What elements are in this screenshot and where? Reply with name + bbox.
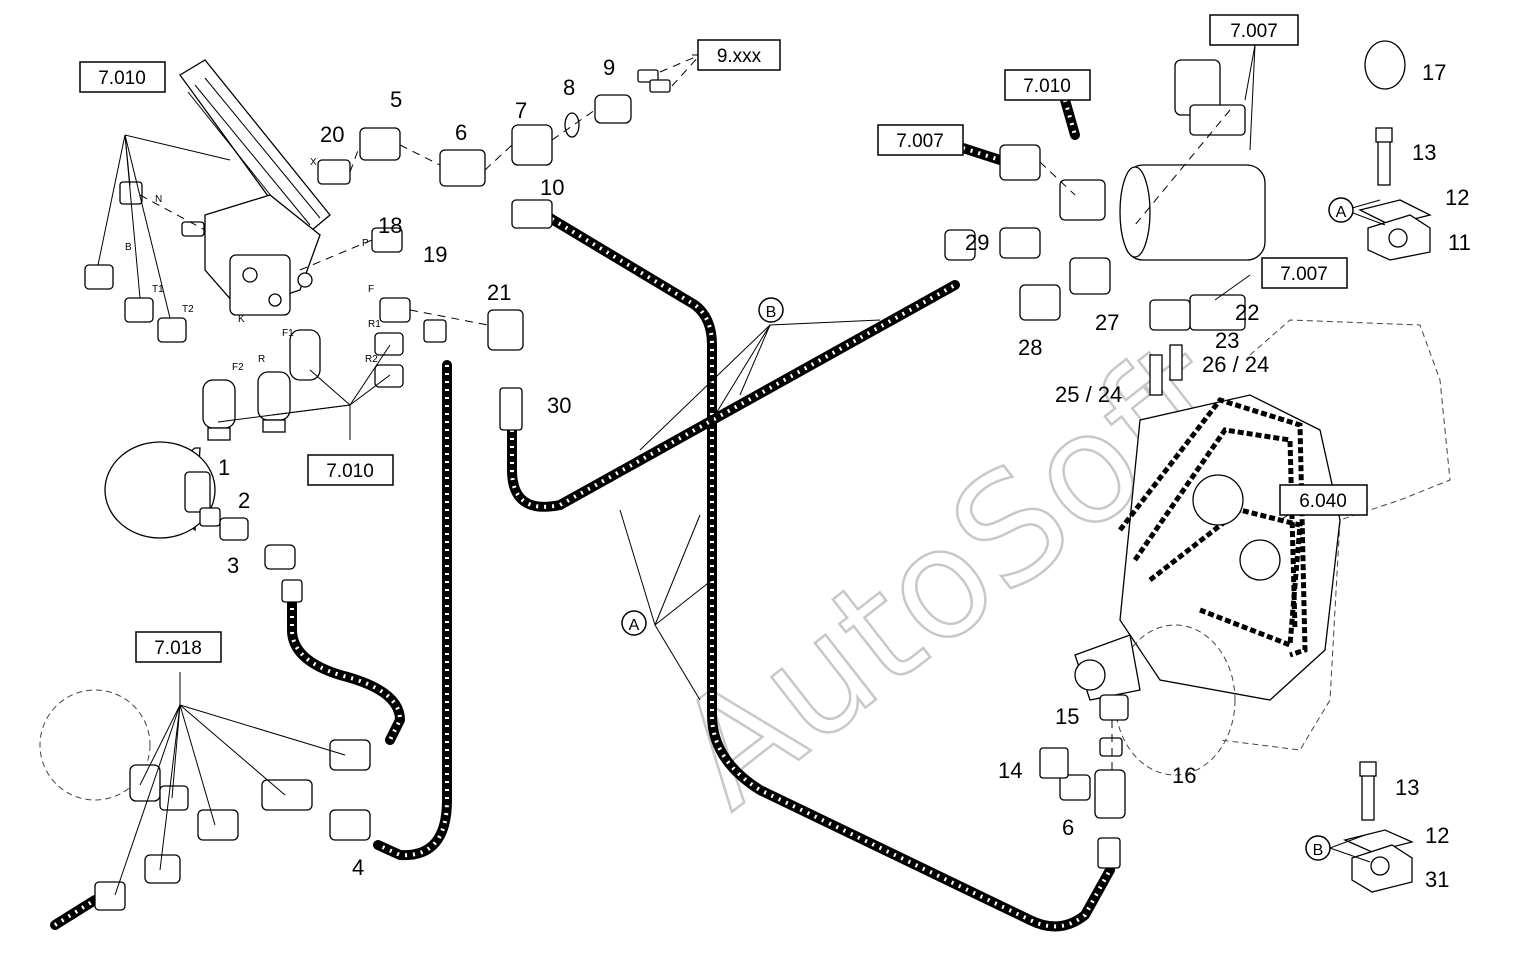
callouts: 1 2 3 4 5 6 7 8 9 10 11 12 13 14 15 16 1…: [218, 55, 1471, 892]
callout-26-24: 26 / 24: [1202, 352, 1269, 377]
callout-11: 11: [1448, 230, 1471, 255]
callout-30: 30: [547, 393, 571, 418]
leader-lines: [97, 44, 1386, 896]
callout-22: 22: [1235, 300, 1259, 325]
svg-text:T2: T2: [182, 304, 194, 315]
svg-text:P: P: [362, 238, 369, 249]
svg-text:7.010: 7.010: [98, 68, 146, 89]
fittings-top: [317, 94, 632, 431]
svg-text:9.xxx: 9.xxx: [717, 46, 762, 67]
callout-15: 15: [1055, 704, 1079, 729]
callout-10: 10: [540, 175, 564, 200]
callout-21: 21: [487, 280, 511, 305]
marker-b-clamp: B: [1305, 835, 1331, 861]
callout-27: 27: [1095, 310, 1119, 335]
pressure-switches: [202, 329, 321, 441]
connector-plug: [637, 54, 701, 93]
svg-text:R1: R1: [368, 319, 381, 330]
assembly-lines: [139, 109, 1231, 770]
callout-12b: 12: [1425, 823, 1449, 848]
callout-14: 14: [998, 758, 1022, 783]
callout-4: 4: [352, 855, 364, 880]
callout-6b: 6: [1062, 815, 1074, 840]
svg-text:T1: T1: [152, 284, 164, 295]
svg-text:7.018: 7.018: [154, 638, 202, 659]
callout-28: 28: [1018, 335, 1042, 360]
callout-29: 29: [965, 230, 989, 255]
svg-text:N: N: [155, 194, 162, 205]
svg-text:B: B: [125, 242, 132, 253]
ref-box-7007-right[interactable]: 7.007: [1261, 257, 1348, 289]
ref-box-7010-c[interactable]: 7.010: [1004, 69, 1091, 101]
callout-19: 19: [423, 242, 447, 267]
hoses: [50, 95, 1115, 932]
svg-text:A: A: [1336, 204, 1347, 221]
callout-12: 12: [1445, 185, 1469, 210]
ref-box-7010-b[interactable]: 7.010: [307, 454, 394, 486]
accumulator-ghost: [39, 689, 371, 911]
svg-text:F: F: [368, 284, 374, 295]
callout-7: 7: [515, 98, 527, 123]
svg-text:F2: F2: [232, 362, 244, 373]
ref-box-7007-top[interactable]: 7.007: [1209, 14, 1299, 46]
callout-17: 17: [1422, 60, 1446, 85]
callout-13b: 13: [1395, 775, 1419, 800]
callout-16: 16: [1172, 763, 1196, 788]
callout-23: 23: [1215, 328, 1239, 353]
svg-text:A: A: [629, 617, 640, 634]
callout-1: 1: [218, 455, 230, 480]
ref-box-6040[interactable]: 6.040: [1279, 484, 1368, 516]
ref-box-9xxx[interactable]: 9.xxx: [697, 39, 781, 71]
callout-2: 2: [238, 488, 250, 513]
callout-6: 6: [455, 120, 467, 145]
callout-25-24: 25 / 24: [1055, 382, 1122, 407]
svg-text:7.007: 7.007: [896, 131, 944, 152]
transmission: [1074, 319, 1451, 776]
fittings-bottom-right: [1039, 694, 1129, 869]
accumulator-1: [104, 441, 303, 603]
svg-text:7.010: 7.010: [1023, 76, 1071, 97]
svg-text:F1: F1: [282, 328, 294, 339]
callout-13: 13: [1412, 140, 1436, 165]
svg-text:B: B: [766, 304, 777, 321]
callout-18: 18: [378, 213, 402, 238]
callout-5: 5: [390, 87, 402, 112]
svg-text:K: K: [238, 314, 245, 325]
callout-31: 31: [1425, 867, 1449, 892]
svg-text:R: R: [258, 354, 265, 365]
marker-a-clamp: A: [1328, 197, 1354, 223]
svg-text:6.040: 6.040: [1299, 491, 1347, 512]
marker-b-center: B: [758, 297, 784, 323]
svg-text:7.007: 7.007: [1280, 264, 1328, 285]
marker-a-center: A: [621, 610, 647, 636]
brake-valve-assembly: [179, 59, 331, 316]
svg-text:R2: R2: [365, 354, 378, 365]
svg-text:7.010: 7.010: [326, 461, 374, 482]
clamp-b: [1343, 761, 1414, 893]
svg-text:B: B: [1313, 842, 1324, 859]
ref-box-7007-left[interactable]: 7.007: [877, 124, 964, 156]
port-labels: X N B T1 T2 K P F R1 R2 F1 F2 R: [125, 157, 381, 373]
svg-text:7.007: 7.007: [1230, 21, 1278, 42]
svg-text:X: X: [310, 157, 317, 168]
ref-box-7010-a[interactable]: 7.010: [79, 61, 166, 93]
callout-20: 20: [320, 122, 344, 147]
fittings-left: [84, 181, 205, 343]
callout-3: 3: [227, 553, 239, 578]
callout-8: 8: [563, 75, 575, 100]
callout-9: 9: [603, 55, 615, 80]
clamp-a: [1358, 40, 1432, 261]
ref-box-7018[interactable]: 7.018: [135, 631, 222, 663]
pump-assembly: [944, 59, 1266, 396]
